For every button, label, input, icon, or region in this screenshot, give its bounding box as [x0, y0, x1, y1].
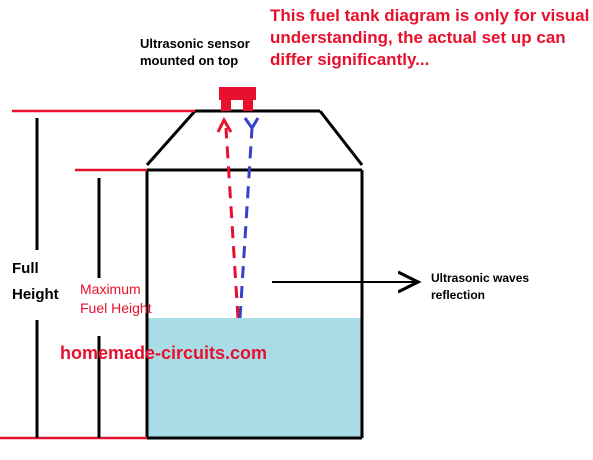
waves-reflection-label: Ultrasonic waves reflection	[431, 271, 530, 302]
full-height-measure	[0, 109, 195, 440]
site-watermark: homemade-circuits.com	[60, 343, 268, 363]
fuel-tank-icon	[145, 109, 364, 440]
ultrasonic-sensor-icon	[219, 87, 256, 111]
full-height-label: Full Height	[12, 260, 59, 303]
reflected-wave-arrow	[238, 117, 260, 319]
sensor-caption: Ultrasonic sensor mounted on top	[140, 36, 250, 68]
max-fuel-height-measure	[75, 168, 147, 438]
fuel-liquid	[147, 318, 361, 438]
outgoing-wave-arrow	[216, 116, 240, 319]
disclaimer-note: This fuel tank diagram is only for visua…	[270, 6, 590, 69]
max-fuel-height-label: Maximum Fuel Height	[80, 281, 152, 316]
